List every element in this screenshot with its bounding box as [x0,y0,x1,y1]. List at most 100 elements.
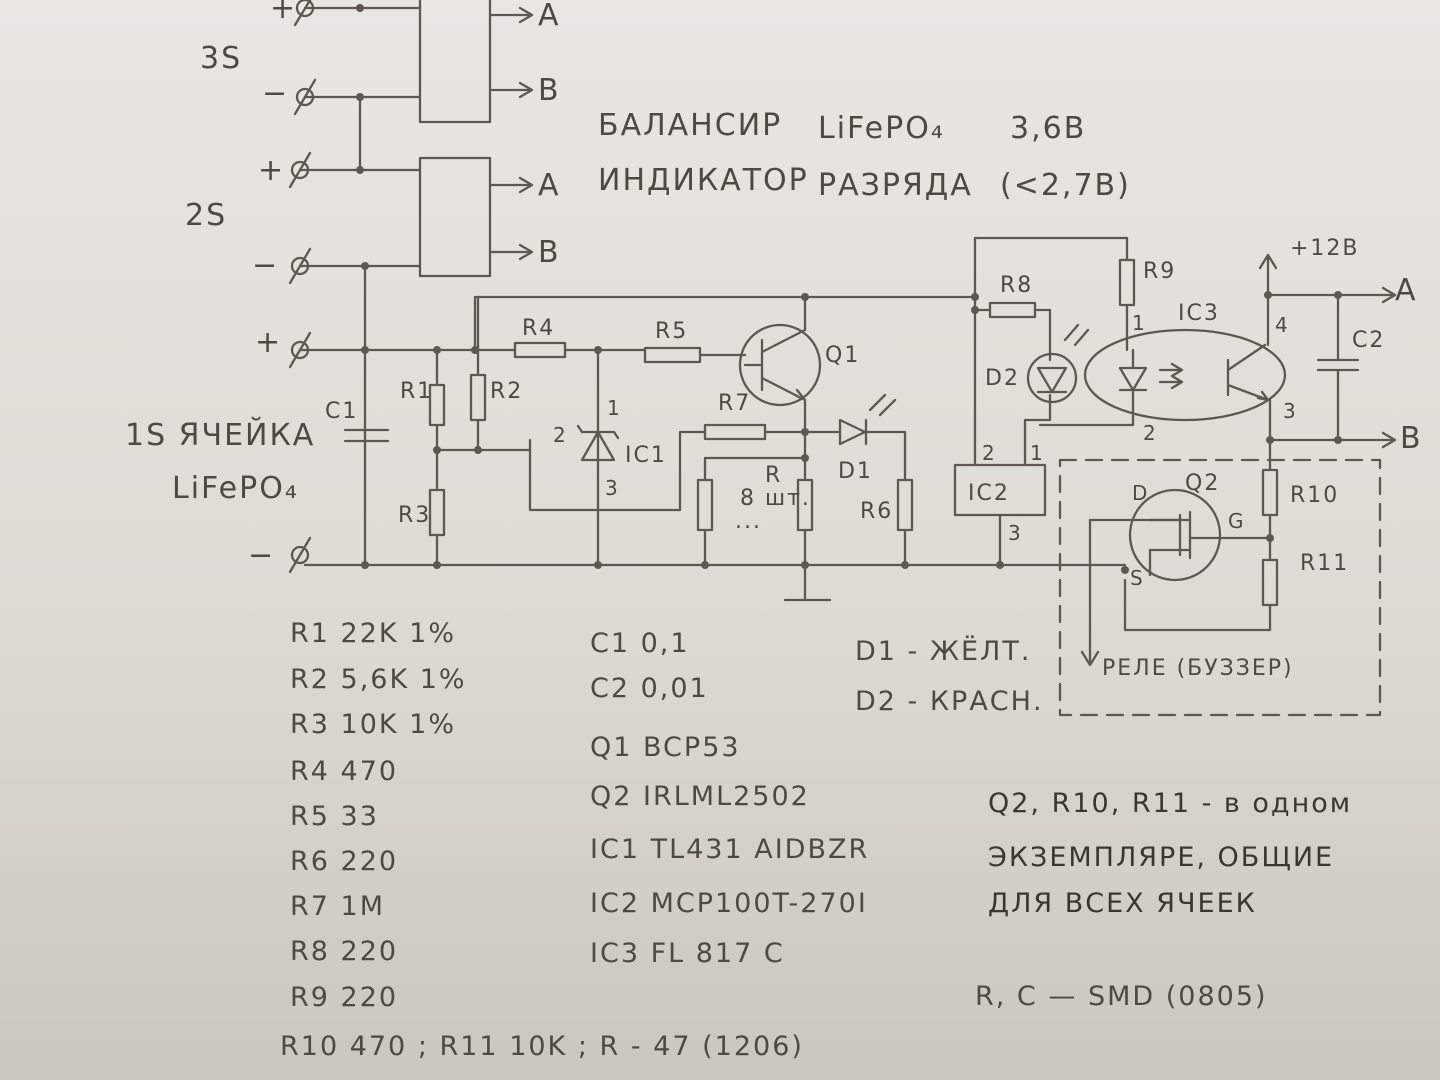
balancer-module-3s [418,0,492,124]
parts-list-item: R6 220 [290,846,398,877]
supply-12v-label: +12В [1290,236,1360,261]
title-chemistry: LiFePO₄ [818,111,945,146]
d1-label: D1 [838,459,873,484]
output-b-label: B [538,235,561,270]
output-b-label: B [538,73,561,108]
c1-label: C1 [325,399,358,424]
r1-resistor [428,383,446,427]
parts-list-item: IC2 MCP100T-270I [590,888,868,919]
smd-note: R, C — SMD (0805) [975,981,1268,1012]
plus-sign: + [270,0,297,26]
pin-number: 2 [1143,421,1158,445]
pin-number: 3 [1283,399,1298,423]
ic3-label: IC3 [1178,301,1220,326]
parts-list-leds: D1 - ЖЁЛТ. D2 - КРАСН. [855,635,1044,717]
r2-resistor [469,373,487,422]
d2-label: D2 [985,366,1020,391]
r10-label: R10 [1290,483,1339,508]
q1-transistor [738,323,822,407]
r-bank-resistor [696,478,714,532]
notes: Q2, R10, R11 - в одном ЭКЗЕМПЛЯРЕ, ОБЩИЕ… [975,788,1350,1012]
plus-sign: + [258,153,285,188]
output-a-label: A [538,168,561,203]
pin-number: 1 [1030,441,1045,465]
r8-resistor [988,301,1037,319]
r9-label: R9 [1143,259,1176,284]
shared-section-boundary [1058,458,1382,717]
r6-label: R6 [860,499,893,524]
output-a-label: A [538,0,561,33]
parts-list-item: R5 33 [290,801,379,832]
minus-sign: − [248,538,275,573]
r4-label: R4 [522,316,555,341]
parts-list-item: R9 220 [290,982,398,1013]
terminal-icons [288,0,317,574]
pin-number: 3 [605,476,620,500]
parts-list-item: R7 1M [290,891,385,922]
cell-1s-label: 1S ЯЧЕЙКА [125,417,315,453]
cell-3s-label: 3S [200,41,242,76]
pin-number: 4 [1275,313,1290,337]
parts-list-item: IC1 TL431 AIDBZR [590,834,869,865]
r2-label: R2 [490,379,523,404]
junction-dots [356,4,1342,574]
r11-label: R11 [1300,551,1349,576]
pin-number: 1 [607,396,622,420]
ic1-label: IC1 [625,443,667,468]
r8-label: R8 [1000,273,1033,298]
r5-label: R5 [655,319,688,344]
title-voltage: 3,6В [1010,111,1086,146]
r7-resistor [703,423,767,441]
wires [288,0,1397,717]
r-bank-label: R [765,463,782,488]
pin-number: 2 [982,441,997,465]
c2-label: C2 [1352,328,1385,353]
r-bank-resistor [796,478,814,532]
q2-mosfet [1128,488,1222,582]
q2-label: Q2 [1185,471,1220,496]
title-balancer: БАЛАНСИР [598,108,782,143]
parts-list-item: R3 10K 1% [290,709,456,740]
q2-gate-label: G [1228,509,1246,533]
output-a-label: A [1395,273,1418,308]
q2-drain-label: D [1132,481,1149,505]
r4-resistor [513,341,567,359]
r3-label: R3 [398,503,431,528]
parts-list-resistors: R1 22K 1% R2 5,6K 1% R3 10K 1% R4 470 R5… [280,618,802,1062]
relay-buzzer-label: РЕЛЕ (БУЗЗЕР) [1102,656,1294,681]
parts-list-item: R4 470 [290,756,398,787]
c1-capacitor [343,428,390,443]
ic2-label: IC2 [968,481,1010,506]
parts-list-item: C2 0,01 [590,673,709,704]
minus-sign: − [252,248,279,283]
r9-resistor [1118,258,1136,307]
note-line: ЭКЗЕМПЛЯРЕ, ОБЩИЕ [988,842,1334,873]
parts-list-item: D2 - КРАСН. [855,686,1044,717]
parts-list-item: R2 5,6K 1% [290,664,467,695]
r-bank-count: 8 шт. [740,486,811,511]
parts-list-item: C1 0,1 [590,628,690,659]
r-bank-dots: ... [735,509,762,534]
parts-list-other: C1 0,1 C2 0,01 Q1 BCP53 Q2 IRLML2502 IC1… [590,628,869,969]
cell-2s-label: 2S [185,198,227,233]
parts-list-item: IC3 FL 817 C [590,938,785,969]
parts-list-item: D1 - ЖЁЛТ. [855,635,1031,667]
parts-list-item: R1 22K 1% [290,618,456,649]
pin-number: 3 [1008,521,1023,545]
parts-list-item: R8 220 [290,936,398,967]
pin-number: 2 [553,423,568,447]
r11-resistor [1261,558,1279,607]
r5-resistor [643,346,702,364]
r6-resistor [896,478,914,532]
plus-sign: + [255,325,282,360]
r3-resistor [428,488,446,537]
parts-list-item: Q1 BCP53 [590,732,741,763]
q2-source-label: S [1130,566,1145,590]
r1-label: R1 [400,379,433,404]
parts-list-item: Q2 IRLML2502 [590,781,810,812]
cell-1s-chemistry: LiFePO₄ [172,471,299,506]
r7-label: R7 [718,391,751,416]
r10-resistor [1261,468,1279,517]
title-indicator: ИНДИКАТОР [598,163,809,198]
